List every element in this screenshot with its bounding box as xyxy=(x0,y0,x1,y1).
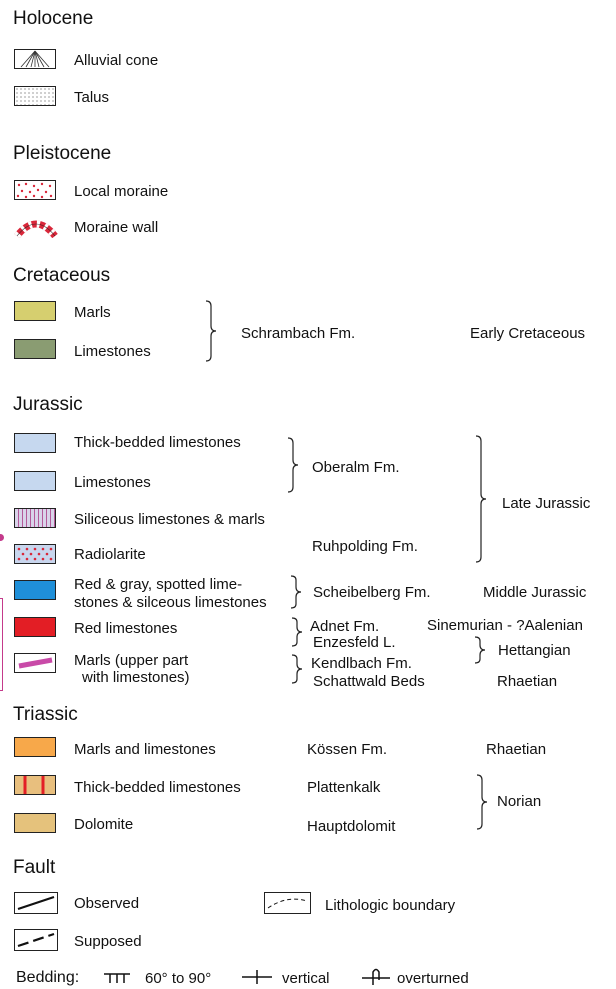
norian-age: Norian xyxy=(497,793,542,810)
kossen-formation: Kössen Fm. xyxy=(307,741,388,758)
fault-observed-label: Observed xyxy=(74,895,140,912)
dolomite-label: Dolomite xyxy=(74,816,134,833)
marls-upper-label-line1: Marls (upper part xyxy=(74,652,189,669)
fault-supposed-label: Supposed xyxy=(74,933,142,950)
red-limestones-swatch xyxy=(14,617,56,637)
moraine-wall-label: Moraine wall xyxy=(74,219,159,236)
alluvial-cone-pattern xyxy=(14,49,56,69)
edge-mark-bracket xyxy=(0,598,3,691)
triassic-rhaetian-age: Rhaetian xyxy=(486,741,547,758)
triassic-title: Triassic xyxy=(13,704,78,725)
bedding-60-90-label: 60° to 90° xyxy=(145,970,212,987)
thick-bedded-limestones-swatch xyxy=(14,433,56,453)
local-moraine-pattern xyxy=(14,180,56,200)
bedding-overturned-label: overturned xyxy=(397,970,469,987)
jurassic-limestones-label: Limestones xyxy=(74,474,151,491)
enzesfeld-formation: Enzesfeld L. xyxy=(313,634,396,651)
marls-upper-swatch xyxy=(14,653,56,673)
sinemurian-aalenian-age: Sinemurian - ?Aalenian xyxy=(427,617,583,634)
oberalm-formation: Oberalm Fm. xyxy=(312,459,400,476)
fault-observed-icon xyxy=(14,892,58,914)
adnet-enzesfeld-brace xyxy=(291,617,303,647)
norian-brace xyxy=(476,774,488,830)
schattwald-formation: Schattwald Beds xyxy=(313,673,425,690)
hauptdolomit-formation: Hauptdolomit xyxy=(307,818,396,835)
scheibelberg-formation: Scheibelberg Fm. xyxy=(313,584,431,601)
bedding-vertical-icon xyxy=(242,970,272,984)
middle-jurassic-age: Middle Jurassic xyxy=(483,584,587,601)
fault-title: Fault xyxy=(13,857,56,878)
marls-limestones-label: Marls and limestones xyxy=(74,741,216,758)
cretaceous-limestones-swatch xyxy=(14,339,56,359)
pleistocene-title: Pleistocene xyxy=(13,143,112,164)
bedding-60-90-icon xyxy=(104,973,130,983)
kendlbach-brace xyxy=(291,654,303,684)
alluvial-cone-label: Alluvial cone xyxy=(74,52,159,69)
fault-supposed-icon xyxy=(14,929,58,951)
moraine-wall-pattern xyxy=(14,214,58,239)
plattenkalk-formation: Plattenkalk xyxy=(307,779,381,796)
plattenkalk-swatch xyxy=(14,775,56,795)
siliceous-limestones-label: Siliceous limestones & marls xyxy=(74,511,265,528)
thick-bedded-limestones-label: Thick-bedded limestones xyxy=(74,434,241,451)
local-moraine-label: Local moraine xyxy=(74,183,169,200)
talus-pattern xyxy=(14,86,56,106)
lithologic-boundary-icon xyxy=(264,892,311,914)
jurassic-title: Jurassic xyxy=(13,394,83,415)
plattenkalk-label: Thick-bedded limestones xyxy=(74,779,241,796)
cretaceous-title: Cretaceous xyxy=(13,265,111,286)
marls-upper-label-line2: with limestones) xyxy=(82,669,190,686)
spotted-limestones-label-line1: Red & gray, spotted lime- xyxy=(74,576,243,593)
jurassic-limestones-swatch xyxy=(14,471,56,491)
early-cretaceous-age: Early Cretaceous xyxy=(470,325,586,342)
spotted-limestones-label-line2: stones & silceous limestones xyxy=(74,594,267,611)
radiolarite-swatch xyxy=(14,544,56,564)
oberalm-brace xyxy=(287,437,299,493)
late-jurassic-age: Late Jurassic xyxy=(502,495,591,512)
cretaceous-marls-swatch xyxy=(14,301,56,321)
lithologic-boundary-label: Lithologic boundary xyxy=(325,897,456,914)
bedding-label: Bedding: xyxy=(16,969,80,986)
hettangian-age: Hettangian xyxy=(498,642,571,659)
edge-mark-dot xyxy=(0,534,4,541)
marls-limestones-swatch xyxy=(14,737,56,757)
holocene-title: Holocene xyxy=(13,8,94,29)
ruhpolding-formation: Ruhpolding Fm. xyxy=(312,538,418,555)
kendlbach-formation: Kendlbach Fm. xyxy=(311,655,412,672)
spotted-limestones-swatch xyxy=(14,580,56,600)
dolomite-swatch xyxy=(14,813,56,833)
schrambach-formation: Schrambach Fm. xyxy=(241,325,356,342)
cretaceous-marls-label: Marls xyxy=(74,304,111,321)
scheibelberg-brace xyxy=(290,575,302,609)
late-jurassic-brace xyxy=(475,435,487,563)
cretaceous-brace xyxy=(205,300,217,362)
hettangian-brace xyxy=(474,636,486,664)
talus-label: Talus xyxy=(74,89,110,106)
radiolarite-label: Radiolarite xyxy=(74,546,146,563)
cretaceous-limestones-label: Limestones xyxy=(74,343,151,360)
adnet-formation: Adnet Fm. xyxy=(310,618,380,635)
bedding-overturned-icon xyxy=(362,968,390,985)
siliceous-limestones-swatch xyxy=(14,508,56,528)
bedding-vertical-label: vertical xyxy=(282,970,330,987)
red-limestones-label: Red limestones xyxy=(74,620,178,637)
jurassic-rhaetian-age: Rhaetian xyxy=(497,673,558,690)
